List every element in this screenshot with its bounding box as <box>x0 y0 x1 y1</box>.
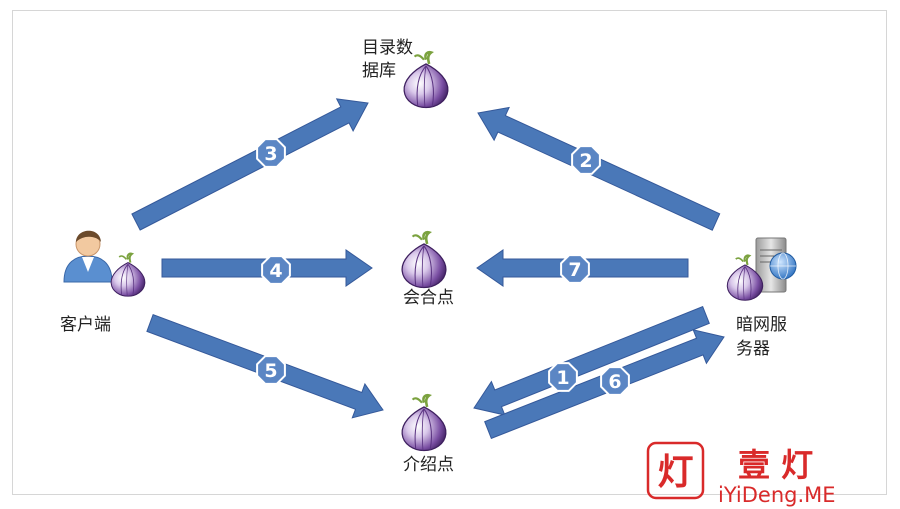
server-label: 暗网服 务器 <box>736 315 792 359</box>
step-badge-shape <box>256 138 286 168</box>
step-badge-shape <box>571 145 601 175</box>
watermark: 灯 壹 灯 iYiDeng.ME <box>646 441 836 507</box>
step-badge-shape <box>600 366 630 396</box>
onion-icon <box>110 252 146 298</box>
client-node: 客户端 <box>60 230 146 335</box>
diagram-frame <box>12 10 887 495</box>
step-badge-shape <box>256 355 286 385</box>
step-badge-shape <box>548 362 578 392</box>
step-badge-shape <box>261 255 291 285</box>
step-number: 1 <box>556 367 569 389</box>
directory-label-line2: 据库 <box>362 61 396 81</box>
rendezvous-label: 会合点 <box>403 288 454 308</box>
intro-label: 介绍点 <box>403 455 454 475</box>
step-number: 5 <box>264 360 277 382</box>
step-number: 2 <box>579 150 592 172</box>
step-badge-7: 7 <box>560 254 590 284</box>
server-node: 暗网服 务器 <box>726 237 797 359</box>
onion-icon <box>400 230 448 289</box>
step-number: 7 <box>568 259 581 281</box>
directory-label: 目录数 据库 <box>362 38 418 81</box>
watermark-seal-border <box>646 441 705 500</box>
watermark-name: 壹 灯 <box>738 446 813 484</box>
watermark-seal: 灯 <box>657 452 693 493</box>
arrow-step-3 <box>131 98 369 231</box>
onion-icon <box>400 393 448 452</box>
rendezvous-node: 会合点 <box>400 230 454 308</box>
server-label-line1: 暗网服 <box>736 315 787 335</box>
step-number: 6 <box>608 371 621 393</box>
step-number: 3 <box>264 143 277 165</box>
step-badge-6: 6 <box>600 366 630 396</box>
directory-node: 目录数 据库 <box>362 38 450 109</box>
arrow-step-1 <box>473 305 710 416</box>
step-badge-4: 4 <box>261 255 291 285</box>
directory-label-line1: 目录数 <box>362 38 413 58</box>
user-avatar-icon <box>63 230 113 283</box>
step-number: 4 <box>269 260 282 282</box>
watermark-url: iYiDeng.ME <box>718 483 836 507</box>
globe-icon <box>769 252 797 280</box>
intro-node: 介绍点 <box>400 393 454 475</box>
step-badge-3: 3 <box>256 138 286 168</box>
step-badge-5: 5 <box>256 355 286 385</box>
step-badge-2: 2 <box>571 145 601 175</box>
arrow-step-2 <box>477 106 721 231</box>
server-label-line2: 务器 <box>736 339 770 359</box>
step-badge-shape <box>560 254 590 284</box>
client-label: 客户端 <box>60 315 111 335</box>
onion-icon <box>402 50 450 109</box>
step-badge-1: 1 <box>548 362 578 392</box>
